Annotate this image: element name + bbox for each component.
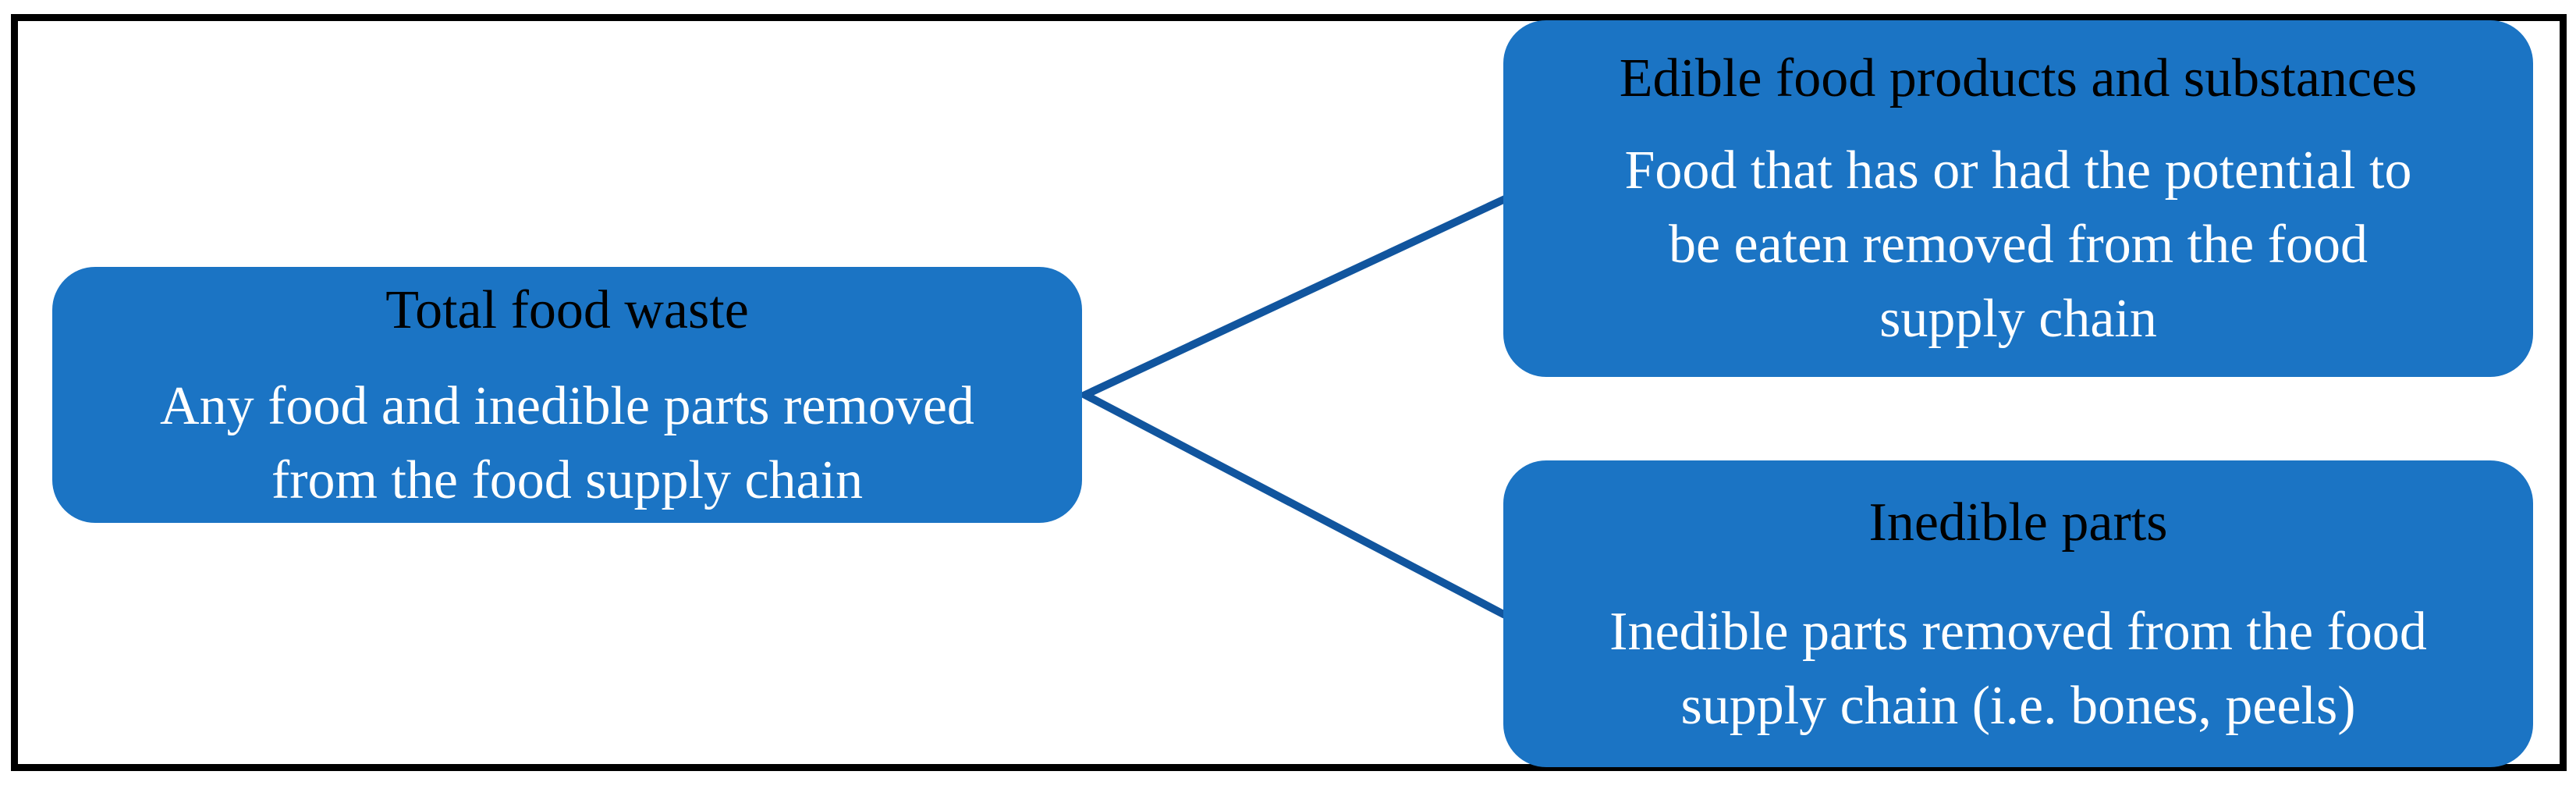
node-body: Inedible parts removed from the food sup… <box>1609 595 2427 743</box>
figure-border-frame <box>11 14 2567 771</box>
node-title: Edible food products and substances <box>1619 48 2418 108</box>
body-line: Any food and inedible parts removed <box>160 375 974 436</box>
body-line: supply chain <box>1879 289 2157 349</box>
node-total-food-waste: Total food waste Any food and inedible p… <box>52 267 1082 523</box>
body-line: Food that has or had the potential to <box>1624 140 2412 201</box>
node-title: Inedible parts <box>1868 492 2168 553</box>
node-inedible-parts: Inedible parts Inedible parts removed fr… <box>1503 460 2533 767</box>
body-line: Inedible parts removed from the food <box>1609 601 2427 662</box>
body-line: supply chain (i.e. bones, peels) <box>1680 675 2356 736</box>
node-body: Any food and inedible parts removed from… <box>160 369 974 517</box>
node-edible-food-products: Edible food products and substances Food… <box>1503 20 2533 377</box>
node-body: Food that has or had the potential to be… <box>1625 133 2412 356</box>
connector-polyline <box>1076 195 1507 619</box>
body-line: be eaten removed from the food <box>1668 215 2368 275</box>
body-line: from the food supply chain <box>271 450 864 510</box>
node-title: Total food waste <box>385 279 749 340</box>
